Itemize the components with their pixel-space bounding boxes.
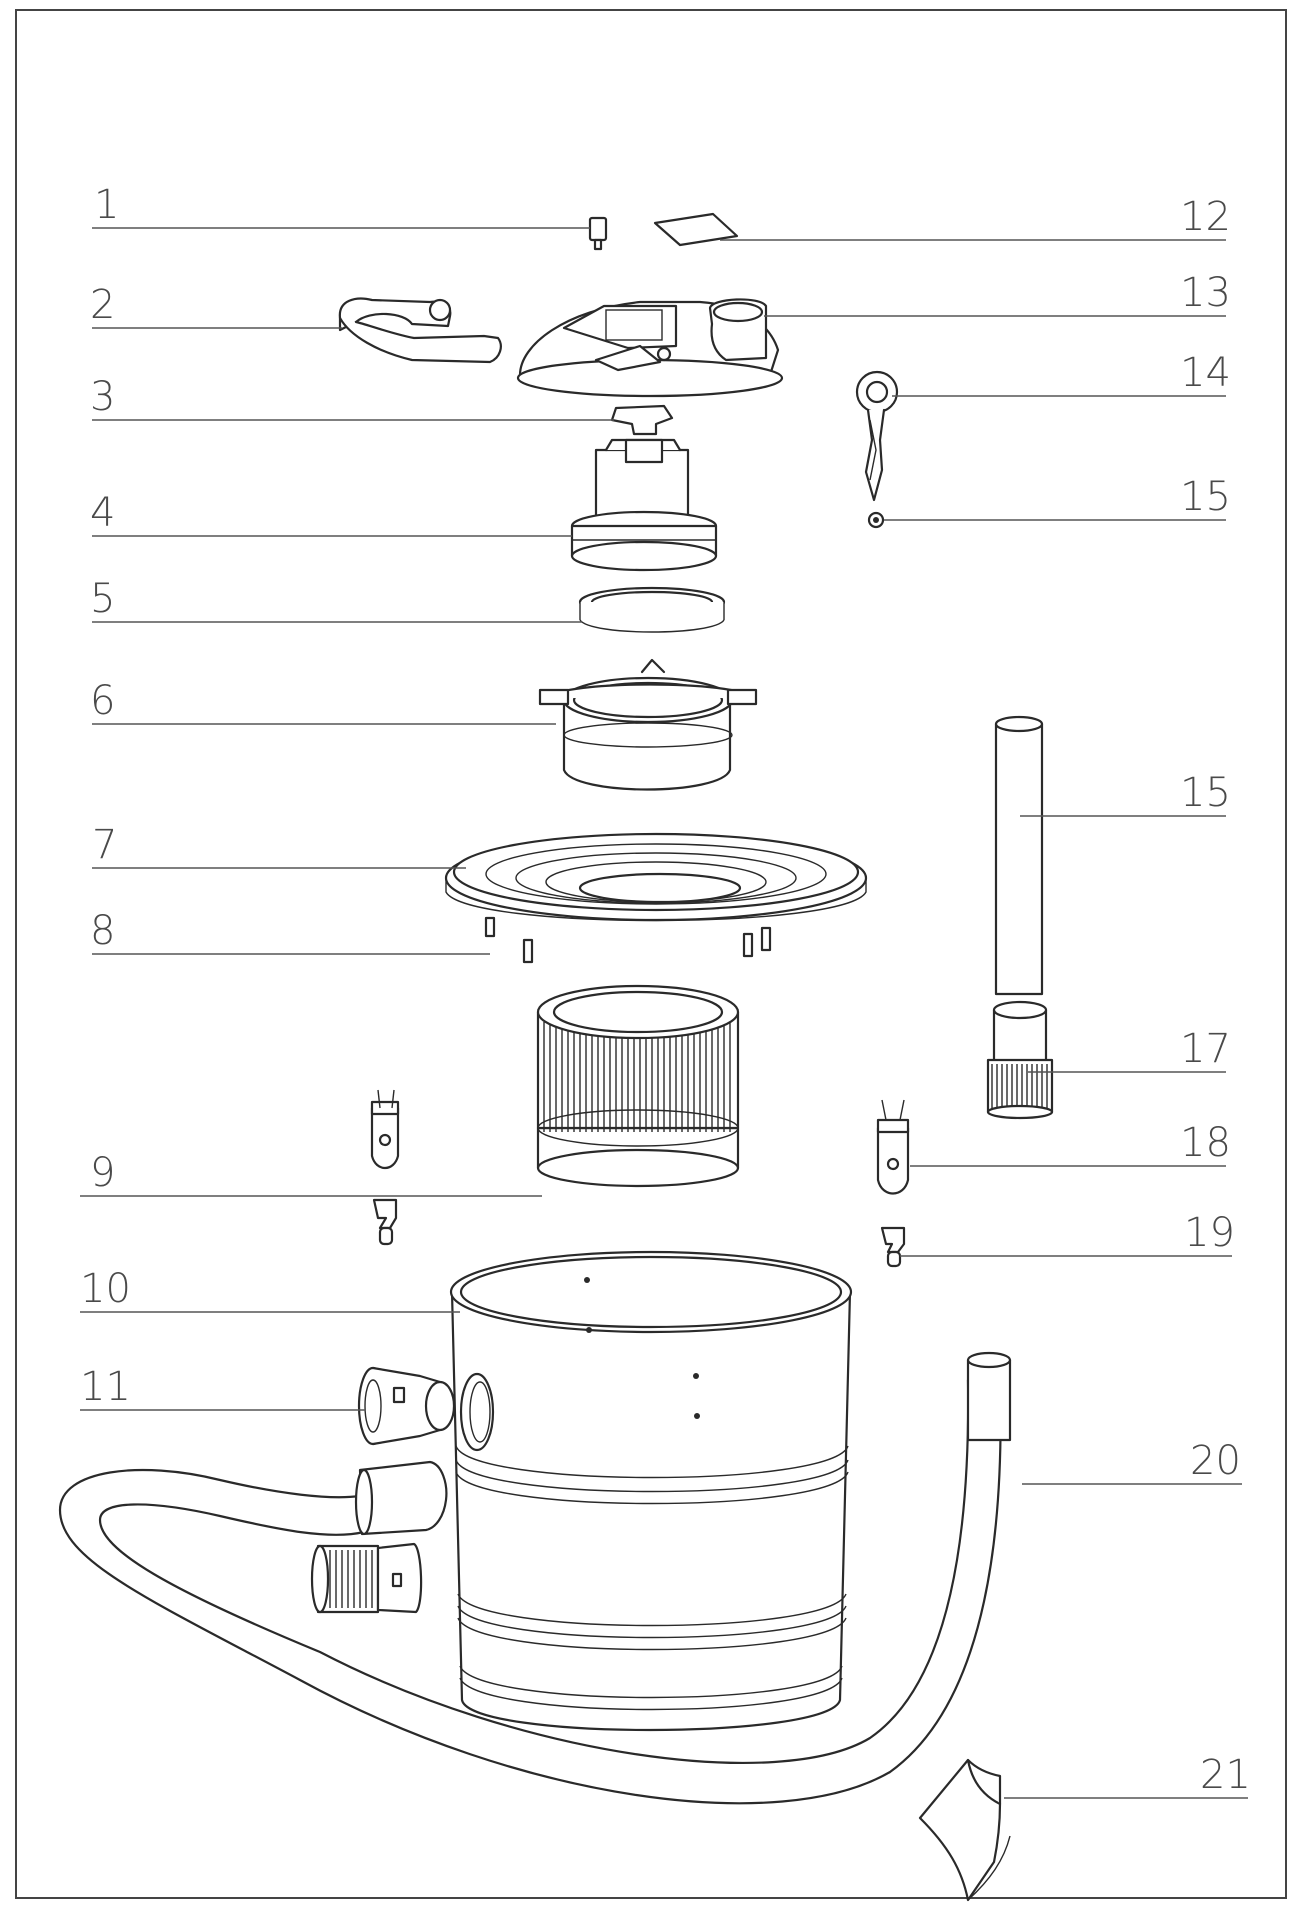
callout-21: 21 xyxy=(1200,1752,1251,1798)
part-hose xyxy=(58,1351,1012,1805)
part-clip-right-lower xyxy=(880,1226,906,1268)
callout-9: 9 xyxy=(90,1150,115,1196)
part-round-brush xyxy=(855,370,899,502)
callout-13: 13 xyxy=(1180,270,1231,316)
part-cartridge-filter xyxy=(536,984,740,1188)
callout-14: 14 xyxy=(1180,350,1231,396)
part-clip-left-lower xyxy=(372,1198,398,1246)
part-hose-connector xyxy=(310,1542,423,1614)
part-gasket-ring xyxy=(578,586,726,633)
part-motor-cap xyxy=(610,404,674,436)
callout-1: 1 xyxy=(94,182,119,228)
callout-8: 8 xyxy=(90,908,115,954)
part-clip-left-upper xyxy=(370,1089,400,1170)
part-switch xyxy=(588,216,608,251)
part-brush-nozzle xyxy=(986,1000,1054,1120)
callout-5: 5 xyxy=(90,576,115,622)
callout-10: 10 xyxy=(80,1266,131,1312)
callout-20: 20 xyxy=(1190,1438,1241,1484)
part-main-lid xyxy=(444,832,868,922)
diagram-frame xyxy=(15,9,1287,1899)
callout-3: 3 xyxy=(90,374,115,420)
callout-11: 11 xyxy=(80,1364,131,1410)
part-drum xyxy=(449,1250,853,1732)
part-clip-right-upper xyxy=(876,1099,910,1195)
part-instruction-manual xyxy=(918,1758,1011,1902)
part-motor-housing xyxy=(538,658,758,791)
callout-18: 18 xyxy=(1180,1120,1231,1166)
part-handle xyxy=(338,297,502,364)
callout-7: 7 xyxy=(92,822,117,868)
callout-2: 2 xyxy=(90,282,115,328)
part-pins xyxy=(484,916,772,964)
part-washer xyxy=(867,511,885,529)
callout-15-tube: 15 xyxy=(1180,770,1231,816)
part-label-plate xyxy=(653,212,739,247)
part-motor xyxy=(570,438,718,572)
callout-19: 19 xyxy=(1184,1210,1235,1256)
part-inlet-fitting xyxy=(357,1366,456,1446)
callout-6: 6 xyxy=(90,678,115,724)
callout-4: 4 xyxy=(90,490,115,536)
callout-17: 17 xyxy=(1180,1026,1231,1072)
callout-15-washer: 15 xyxy=(1180,474,1231,520)
part-extension-tube xyxy=(994,715,1044,996)
callout-12: 12 xyxy=(1180,194,1231,240)
part-top-cover xyxy=(516,298,784,398)
